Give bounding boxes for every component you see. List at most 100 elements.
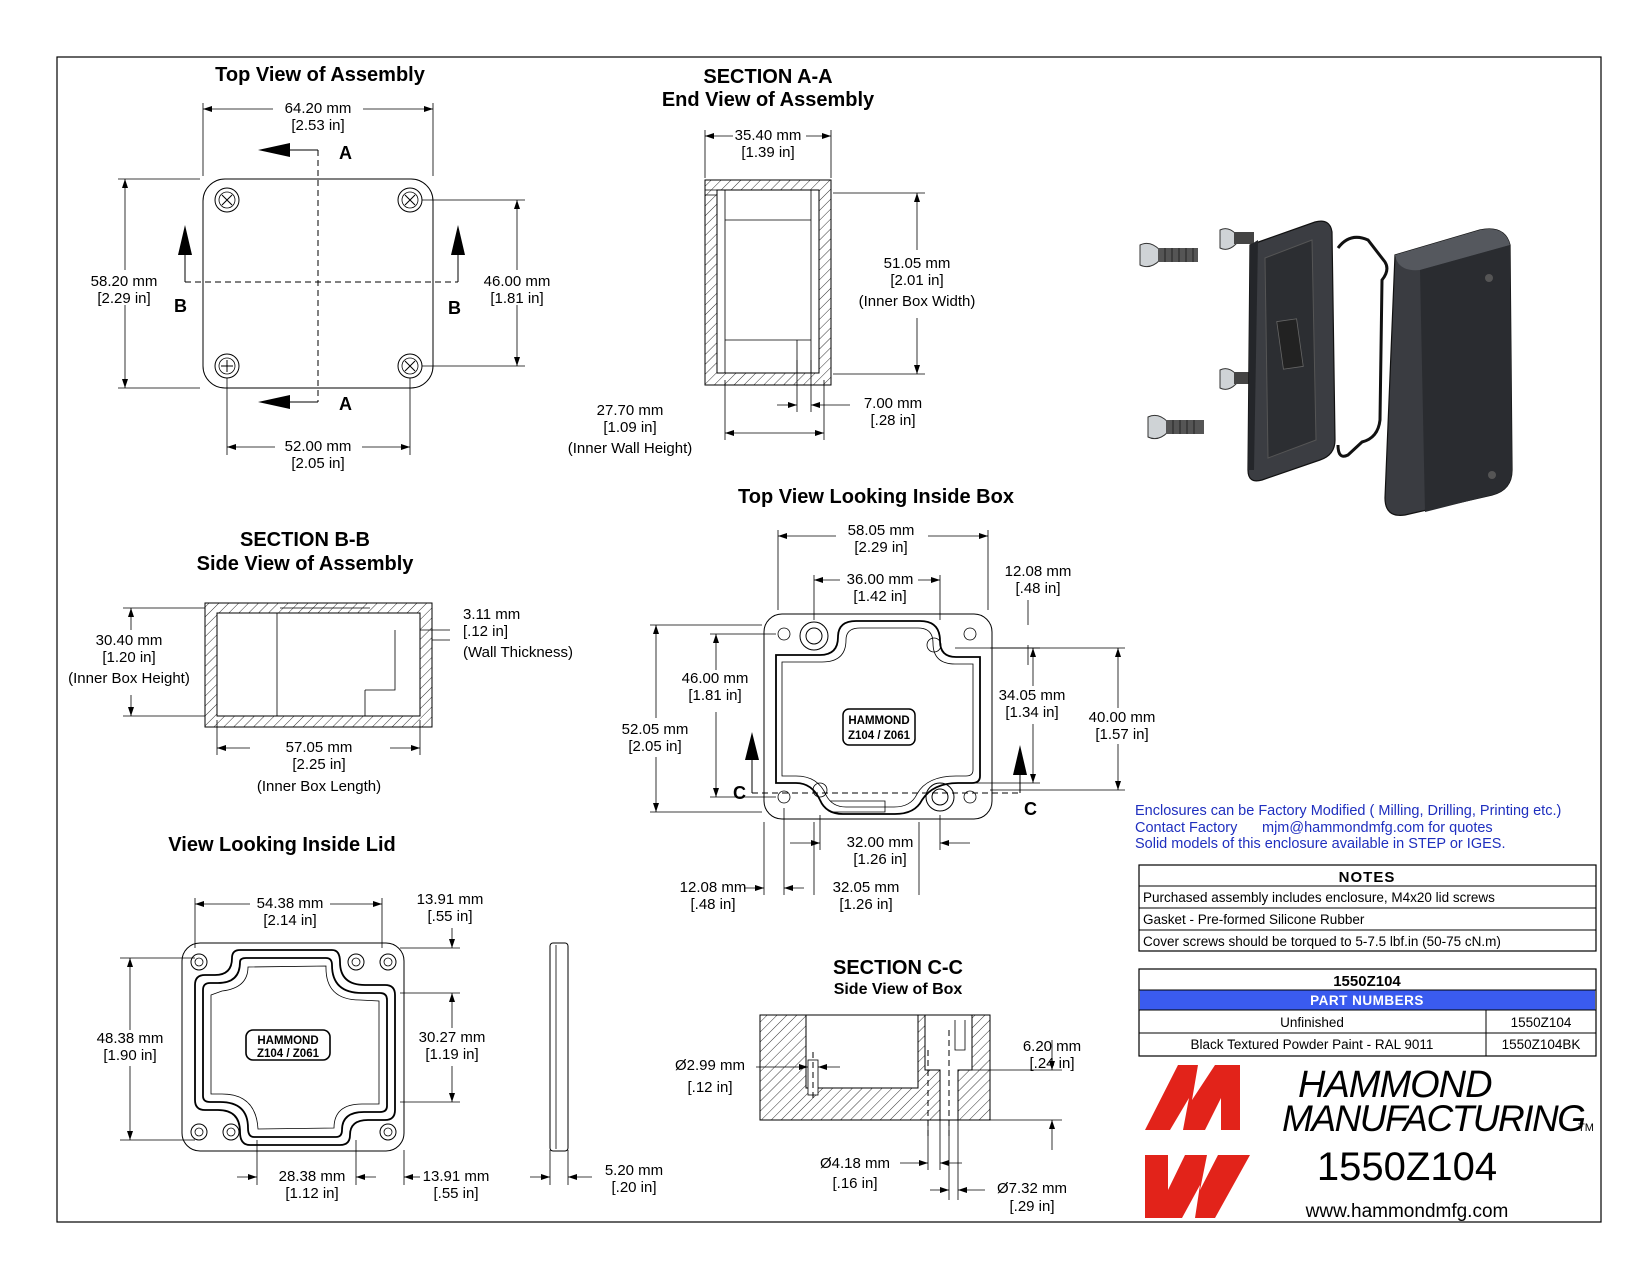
dimension-label: (Inner Box Width) [859, 293, 976, 310]
dimension-label: [1.20 in] [102, 649, 155, 666]
dimension-label: 58.05 mm [848, 522, 915, 539]
dimension-label: [.55 in] [433, 1185, 478, 1202]
view-inside-lid: View Looking Inside Lid HAMMOND Z104 / Z… [97, 834, 664, 1202]
dimension-label: 54.38 mm [257, 895, 324, 912]
dimension-label: HAMMOND [257, 1035, 318, 1047]
factory-info: Enclosures can be Factory Modified ( Mil… [1135, 803, 1561, 852]
dimension-label: [.29 in] [1009, 1198, 1054, 1215]
dimension-label: [1.39 in] [741, 144, 794, 161]
dimension-label: 52.00 mm [285, 438, 352, 455]
brand-url: www.hammondmfg.com [1305, 1201, 1509, 1222]
dimension-label: 1550Z104 [1511, 1015, 1572, 1030]
screw-icon [214, 187, 240, 213]
dimension-label: [.48 in] [1015, 580, 1060, 597]
dimension-label: [2.29 in] [854, 539, 907, 556]
dimension-label: [.28 in] [870, 412, 915, 429]
screw-icon [214, 353, 240, 379]
dimension-label: 52.05 mm [622, 721, 689, 738]
dimension-label: 30.27 mm [419, 1029, 486, 1046]
dimension-label: 34.05 mm [999, 687, 1066, 704]
dimension-label: [1.12 in] [285, 1185, 338, 1202]
dimension-label: (Inner Box Length) [257, 778, 381, 795]
dimension-label: Purchased assembly includes enclosure, M… [1143, 890, 1495, 905]
dimension-label: Ø2.99 mm [675, 1057, 745, 1074]
dimension-label: [1.57 in] [1095, 726, 1148, 743]
dimension-label: C [1024, 799, 1037, 819]
screw-icon [1147, 414, 1204, 440]
dimension-label: (Inner Wall Height) [568, 440, 692, 457]
dimension-label: End View of Assembly [662, 89, 875, 111]
dimension-label: 30.40 mm [96, 632, 163, 649]
dimension-label: [.20 in] [611, 1179, 656, 1196]
dimension-label: [1.34 in] [1005, 704, 1058, 721]
dimension-label: Unfinished [1280, 1015, 1344, 1030]
dimension-label: 12.08 mm [1005, 563, 1072, 580]
dimension-label: [.16 in] [832, 1175, 877, 1192]
brand-name-line2: MANUFACTURING [1282, 1098, 1585, 1139]
top-view-title: Top View of Assembly [215, 64, 426, 86]
dimension-label: 5.20 mm [605, 1162, 663, 1179]
dimension-label: [1.09 in] [603, 419, 656, 436]
dimension-label: 57.05 mm [286, 739, 353, 756]
dimension-label: [.55 in] [427, 908, 472, 925]
dimension-label: 3.11 mm [463, 606, 520, 623]
dimension-label: 13.91 mm [417, 891, 484, 908]
dimension-label: [2.29 in] [97, 290, 150, 307]
dimension-label: PART NUMBERS [1310, 993, 1424, 1008]
dimension-label: [1.42 in] [853, 588, 906, 605]
dimension-label: SECTION C-C [833, 957, 963, 979]
dimension-label: [1.26 in] [853, 851, 906, 868]
dimension-label: Z104 / Z061 [848, 730, 911, 742]
dimension-label: 1550Z104BK [1502, 1037, 1581, 1052]
dimension-label: 32.05 mm [833, 879, 900, 896]
dimension-label: 46.00 mm [682, 670, 749, 687]
dimension-label: [2.05 in] [628, 738, 681, 755]
sheet-border [56, 56, 1602, 1223]
dimension-label: (Inner Box Height) [68, 670, 190, 687]
dimension-label: [.48 in] [690, 896, 735, 913]
part-numbers-table: 1550Z104 PART NUMBERS Unfinished 1550Z10… [1138, 968, 1597, 1057]
dimension-label: 48.38 mm [97, 1030, 164, 1047]
dimension-label: 36.00 mm [847, 571, 914, 588]
trademark: TM [1578, 1122, 1594, 1134]
dimension-label: 35.40 mm [735, 127, 802, 144]
hammond-logo [1145, 1065, 1250, 1218]
exploded-assembly-illustration [1139, 220, 1513, 516]
dimension-label: [2.01 in] [890, 272, 943, 289]
dimension-label: 12.08 mm [680, 879, 747, 896]
dimension-label: View Looking Inside Lid [168, 834, 395, 856]
dimension-label: B [448, 298, 461, 318]
dimension-label: 64.20 mm [285, 100, 352, 117]
dimension-label: [1.90 in] [103, 1047, 156, 1064]
dimension-label: [2.05 in] [291, 455, 344, 472]
dimension-label: SECTION B-B [240, 529, 370, 551]
dimension-label: [.24 in] [1029, 1055, 1074, 1072]
dimension-label: Side View of Box [834, 981, 963, 998]
screw-icon [397, 353, 423, 379]
dimension-label: Black Textured Powder Paint - RAL 9011 [1191, 1037, 1434, 1052]
dimension-label: Gasket - Pre-formed Silicone Rubber [1143, 912, 1365, 927]
dimension-label: SECTION A-A [703, 66, 832, 88]
dimension-label: mjm@hammondmfg.com for quotes [1262, 820, 1493, 836]
dimension-label: Cover screws should be torqued to 5-7.5 … [1143, 934, 1501, 949]
dimension-label: Contact Factory [1135, 820, 1238, 836]
dimension-label: Top View Looking Inside Box [738, 486, 1014, 508]
section-c-c: SECTION C-C Side View of Box Ø2.99 mm [.… [675, 957, 1081, 1215]
dimension-label: [1.19 in] [425, 1046, 478, 1063]
dimension-label: [2.53 in] [291, 117, 344, 134]
dimension-label: 46.00 mm [484, 273, 551, 290]
brand-name-line1: HAMMOND [1298, 1064, 1492, 1106]
dimension-label: HAMMOND [848, 715, 909, 727]
dimension-label: [2.14 in] [263, 912, 316, 929]
dimension-label: [1.81 in] [490, 290, 543, 307]
dimension-label: [2.25 in] [292, 756, 345, 773]
brand-model-number: 1550Z104 [1317, 1145, 1497, 1189]
dimension-label: Z104 / Z061 [257, 1048, 320, 1060]
screw-icon [1139, 242, 1198, 268]
dimension-label: A [339, 143, 352, 163]
screw-icon [1219, 228, 1254, 250]
dimension-label: [1.26 in] [839, 896, 892, 913]
screw-icon [397, 187, 423, 213]
dimension-label: 51.05 mm [884, 255, 951, 272]
